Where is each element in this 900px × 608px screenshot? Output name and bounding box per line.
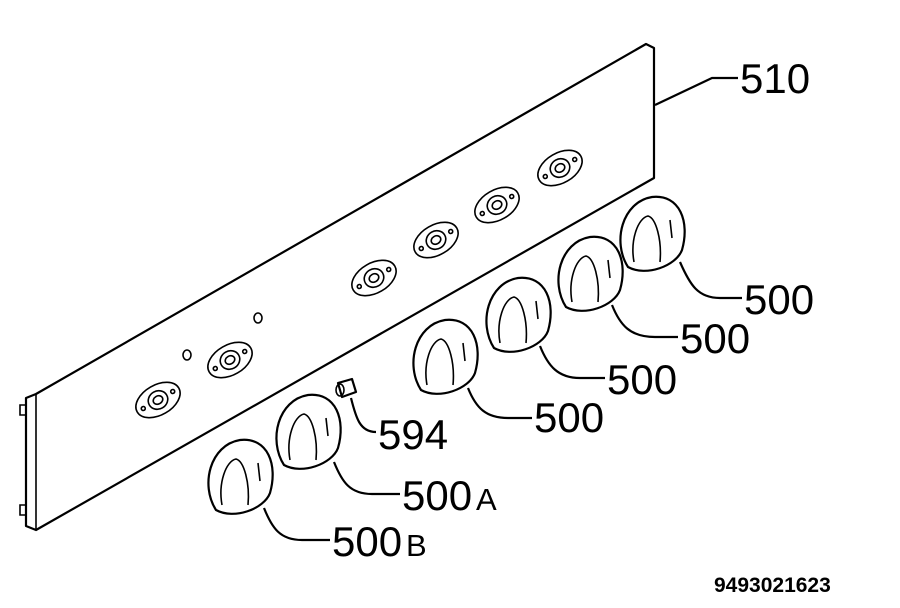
mounting-hole: [413, 221, 459, 259]
indicator-lamp: [335, 377, 358, 399]
callout-500-2: 500: [607, 356, 677, 403]
control-knobs: [207, 195, 686, 515]
callout-500a-suffix: A: [476, 482, 497, 517]
leader-lines: [262, 76, 742, 542]
mounting-hole: [135, 381, 181, 419]
callout-500b-main: 500: [332, 518, 402, 565]
leader-500-1: [466, 387, 532, 420]
mounting-hole: [474, 186, 520, 224]
knob-500-1: [412, 318, 479, 395]
knob-500-2: [485, 276, 552, 353]
callout-500b: 500 B: [332, 518, 427, 565]
leader-510: [654, 76, 738, 106]
callout-500a: 500 A: [402, 472, 497, 519]
callout-500a-main: 500: [402, 472, 472, 519]
callout-500-1: 500: [534, 394, 604, 441]
document-number: 9493021623: [714, 574, 831, 597]
knob-mounting-holes: [135, 149, 583, 419]
callout-500-4: 500: [744, 276, 814, 323]
callout-500-3: 500: [680, 315, 750, 362]
knob-500b: [207, 438, 274, 515]
leader-500b: [262, 507, 330, 542]
lamp-hole: [182, 349, 192, 361]
callout-500b-suffix: B: [406, 528, 427, 563]
callout-510: 510: [740, 55, 810, 102]
leader-500a: [332, 461, 400, 496]
leader-500-2: [538, 345, 605, 380]
callout-594: 594: [378, 411, 448, 458]
knob-500a: [275, 393, 342, 470]
lamp-hole: [253, 312, 263, 324]
control-panel: [19, 42, 656, 532]
mounting-hole: [207, 341, 253, 379]
leader-500-3: [610, 304, 678, 339]
knob-500-3: [557, 235, 624, 312]
knob-500-4: [619, 195, 686, 272]
leader-594: [349, 397, 377, 434]
mounting-hole: [351, 259, 397, 297]
mounting-hole: [537, 149, 583, 187]
leader-500-4: [678, 261, 742, 300]
